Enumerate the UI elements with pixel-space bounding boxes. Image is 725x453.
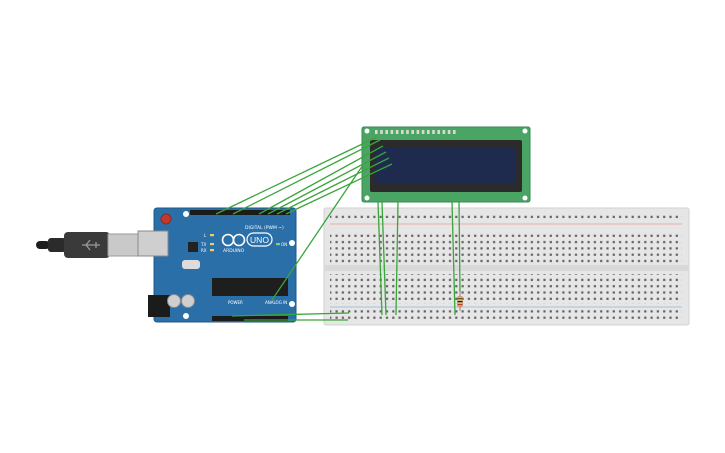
- crystal: [182, 260, 200, 269]
- on-led-label: ON: [281, 242, 287, 247]
- usb-port: [137, 230, 169, 257]
- usb-chip: [188, 242, 198, 252]
- rx-led-label: RX: [201, 248, 207, 253]
- tx-led-label: TX: [200, 242, 206, 247]
- lcd-pin[interactable]: [390, 130, 394, 134]
- lcd-pin[interactable]: [380, 130, 383, 134]
- lcd-pin[interactable]: [401, 130, 404, 134]
- wire-lcd-d7[interactable]: [285, 163, 393, 215]
- uno-logo-text: UNO: [250, 235, 269, 245]
- lcd-pin[interactable]: [447, 130, 451, 134]
- lcd-pin[interactable]: [453, 130, 456, 134]
- wire-lcd-d5[interactable]: [267, 151, 387, 215]
- infinity-logo-icon: [221, 233, 246, 247]
- breadboard[interactable]: [323, 207, 690, 326]
- wire-lcd-rw[interactable]: [381, 201, 387, 316]
- wire-lcd-d4[interactable]: [258, 145, 384, 215]
- wire-lcd-e[interactable]: [232, 139, 381, 215]
- reset-button[interactable]: [160, 213, 172, 225]
- lcd-pin[interactable]: [442, 130, 446, 134]
- wire-lcd-d6[interactable]: [276, 157, 390, 215]
- wire-lcd-vss[interactable]: [271, 164, 364, 301]
- brand-text: ARDUINO: [223, 248, 245, 254]
- wire-lcd-rs[interactable]: [215, 136, 378, 215]
- wire-lcd-v0[interactable]: [377, 201, 383, 316]
- lcd-pin[interactable]: [411, 130, 414, 134]
- power-analog-header[interactable]: [212, 316, 288, 321]
- lcd-screen: [376, 147, 516, 183]
- wires[interactable]: [215, 136, 461, 321]
- lcd-pin[interactable]: [395, 130, 399, 134]
- lcd-pin[interactable]: [416, 130, 420, 134]
- l-led-label: L: [204, 233, 207, 238]
- lcd-pin[interactable]: [385, 130, 388, 134]
- lcd-16x2-display[interactable]: [361, 126, 531, 203]
- usb-plug-icon: [82, 239, 100, 251]
- wire-lcd-vdd[interactable]: [395, 201, 399, 316]
- power-label: POWER: [228, 300, 243, 305]
- lcd-pin-header[interactable]: [375, 130, 456, 134]
- wire-lcd-k[interactable]: [458, 201, 461, 293]
- digital-header[interactable]: [190, 210, 290, 215]
- atmega-chip: [212, 278, 288, 296]
- lcd-pin[interactable]: [375, 130, 378, 134]
- power-jack: [148, 295, 170, 317]
- wire-lcd-a[interactable]: [451, 201, 456, 316]
- analog-label: ANALOG IN: [265, 300, 287, 305]
- capacitor: [181, 294, 195, 308]
- lcd-pin[interactable]: [427, 130, 430, 134]
- wire-5v-rail[interactable]: [231, 312, 350, 317]
- lcd-pin[interactable]: [406, 130, 409, 134]
- arduino-logo: UNO ARDUINO: [221, 232, 273, 254]
- resistor-icon[interactable]: [457, 292, 463, 311]
- lcd-pin[interactable]: [421, 130, 425, 134]
- lcd-pin[interactable]: [432, 130, 435, 134]
- usb-cable[interactable]: [36, 232, 139, 258]
- digital-label: DIGITAL (PWM ~): [245, 225, 284, 231]
- capacitor: [167, 294, 181, 308]
- arduino-uno-board[interactable]: DIGITAL (PWM ~) UNO ARDUINO L TX RX ON P…: [137, 207, 297, 323]
- lcd-pin[interactable]: [437, 130, 440, 134]
